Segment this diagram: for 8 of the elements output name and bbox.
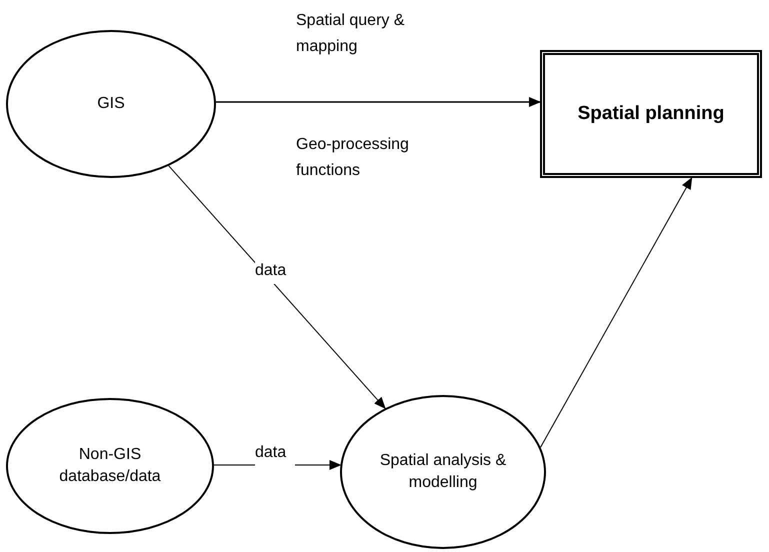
- node-label: Spatial analysis & modelling: [378, 451, 508, 493]
- arrow: [216, 97, 541, 107]
- output-box: [540, 50, 762, 178]
- node-label: GIS: [97, 94, 125, 114]
- arrow: [540, 177, 692, 448]
- node-label: Non-GIS database/data: [58, 445, 162, 487]
- arrow: [168, 165, 386, 410]
- node-label: Spatial planning: [578, 102, 724, 126]
